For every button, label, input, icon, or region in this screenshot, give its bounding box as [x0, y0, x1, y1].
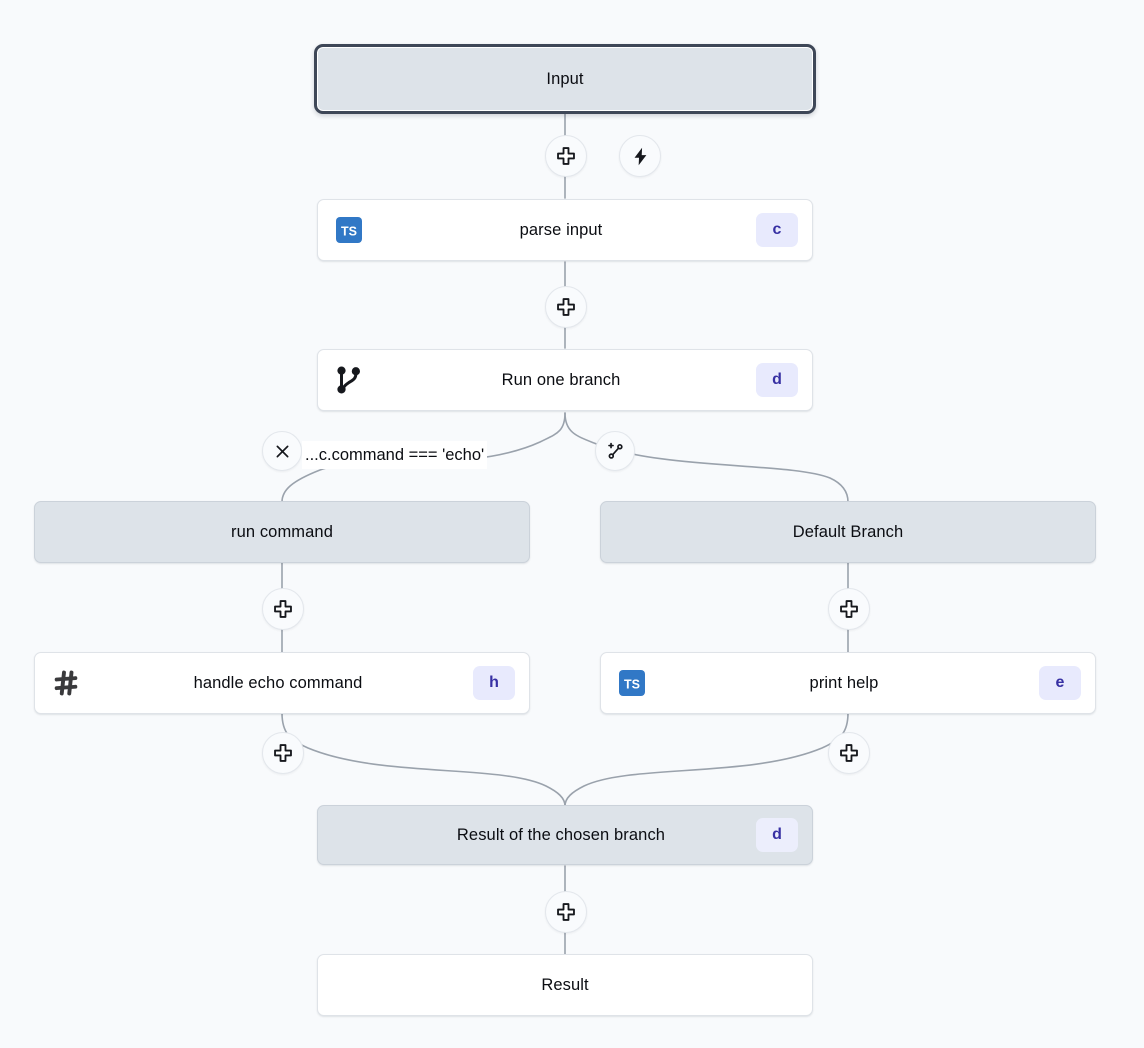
add-after-parse-input-button[interactable]	[545, 286, 587, 328]
edge-handle-echo-to-result	[281, 712, 566, 807]
node-input[interactable]: Input	[314, 44, 816, 114]
node-badge-print-help[interactable]: e	[1039, 666, 1081, 700]
hash-icon	[49, 666, 83, 700]
add-after-result-of-chosen-branch-button[interactable]	[545, 891, 587, 933]
svg-text:TS: TS	[624, 678, 640, 692]
node-handle-echo-command[interactable]: handle echo command h	[34, 652, 530, 714]
node-label-handle-echo-command: handle echo command	[193, 673, 363, 692]
node-badge-parse-input[interactable]: c	[756, 213, 798, 247]
node-label-result-of-chosen-branch: Result of the chosen branch	[456, 825, 666, 844]
node-badge-handle-echo-command[interactable]: h	[473, 666, 515, 700]
git-branch-plus-icon-button[interactable]	[595, 431, 635, 471]
node-parse-input[interactable]: TS parse input c	[317, 199, 813, 261]
node-run-command[interactable]: run command	[34, 501, 530, 563]
close-icon-button[interactable]	[262, 431, 302, 471]
node-print-help[interactable]: TS print help e	[600, 652, 1096, 714]
edge-condition-label[interactable]: ...c.command === 'echo'	[302, 440, 488, 470]
node-label-run-one-branch: Run one branch	[501, 370, 621, 389]
node-badge-result-of-chosen-branch[interactable]: d	[756, 818, 798, 852]
edge-print-help-to-result	[564, 712, 849, 807]
node-label-result: Result	[541, 975, 589, 994]
node-result-of-chosen-branch[interactable]: Result of the chosen branch d	[317, 805, 813, 865]
node-label-parse-input: parse input	[519, 220, 603, 239]
add-after-input-button[interactable]	[545, 135, 587, 177]
node-label-print-help: print help	[809, 673, 879, 692]
add-after-run-command-button[interactable]	[262, 588, 304, 630]
add-after-default-branch-button[interactable]	[828, 588, 870, 630]
edge-condition-text: ...c.command === 'echo'	[302, 441, 488, 469]
node-label-input: Input	[546, 69, 584, 88]
typescript-icon: TS	[332, 213, 366, 247]
git-branch-icon	[332, 363, 366, 397]
typescript-icon: TS	[615, 666, 649, 700]
node-label-run-command: run command	[231, 522, 333, 541]
lightning-bolt-icon-button[interactable]	[619, 135, 661, 177]
node-label-default-branch: Default Branch	[792, 522, 904, 541]
node-run-one-branch[interactable]: Run one branch d	[317, 349, 813, 411]
svg-text:TS: TS	[341, 225, 357, 239]
node-default-branch[interactable]: Default Branch	[600, 501, 1096, 563]
node-badge-run-one-branch[interactable]: d	[756, 363, 798, 397]
node-result[interactable]: Result	[317, 954, 813, 1016]
add-after-handle-echo-command-button[interactable]	[262, 732, 304, 774]
add-after-print-help-button[interactable]	[828, 732, 870, 774]
